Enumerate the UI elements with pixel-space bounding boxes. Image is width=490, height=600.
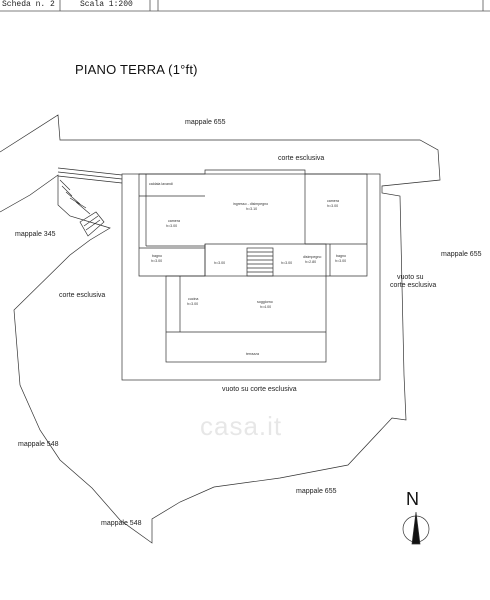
room-soggiorno-height: h=4.00: [260, 305, 272, 309]
room-disimpegno-height: h=2.80: [305, 260, 317, 264]
label-corte-esclusiva-left: corte esclusiva: [59, 292, 106, 299]
room-camera-right-height: h=3.00: [327, 204, 339, 208]
room-caldaia: caldaia lavandi: [149, 182, 173, 186]
room-hall-left-height: h=3.00: [214, 261, 226, 265]
compass-north-label: N: [406, 489, 419, 509]
floor-title: PIANO TERRA (1°ft): [75, 62, 198, 77]
lot-boundary: [0, 114, 441, 544]
room-cucina-height: h=3.00: [187, 302, 199, 306]
compass-needle: [411, 511, 421, 545]
room-camera-left: camera: [168, 219, 180, 223]
sheet-header: Scheda n. 2 Scala 1:200: [0, 0, 490, 12]
room-ingresso-height: h=3.10: [246, 207, 258, 211]
label-mappale-548-b: mappale 548: [101, 520, 142, 527]
stair-block: [246, 247, 274, 277]
label-mappale-655-bottom: mappale 655: [296, 488, 337, 495]
room-bagno-left: bagno: [152, 254, 162, 258]
label-corte-esclusiva-top: corte esclusiva: [278, 155, 325, 162]
room-terrazza: terrazza: [246, 352, 259, 356]
label-mappale-548-a: mappale 548: [18, 441, 59, 448]
entry-steps: [57, 167, 123, 215]
label-vuoto-su-corte: vuoto su corte esclusiva: [222, 386, 297, 393]
room-soggiorno: soggiorno: [257, 300, 273, 304]
watermark-text: casa.it: [200, 411, 283, 441]
sheet-scale: Scala 1:200: [80, 0, 133, 9]
label-mappale-655-top: mappale 655: [185, 119, 226, 126]
label-corte-esclusiva-right: corte esclusiva: [390, 282, 437, 289]
sheet-number: Scheda n. 2: [2, 0, 55, 9]
label-mappale-655-right: mappale 655: [441, 251, 482, 258]
room-camera-left-height: h=3.00: [166, 224, 178, 228]
room-disimpegno: disimpegno: [303, 255, 322, 259]
yard-outline: [121, 173, 381, 381]
label-vuoto-su: vuoto su: [397, 274, 424, 281]
room-cucina: cucina: [188, 297, 199, 301]
room-bagno-left-height: h=3.00: [151, 259, 163, 263]
room-hall-right-height: h=3.00: [281, 261, 293, 265]
header-frame: [0, 0, 490, 12]
label-mappale-345: mappale 345: [15, 231, 56, 238]
room-bagno-right: bagno: [336, 254, 346, 258]
room-camera-right: camera: [327, 199, 339, 203]
room-ingresso: ingresso - disimpegno: [233, 202, 269, 206]
terrace-outline: [165, 275, 327, 363]
room-bagno-right-height: h=3.00: [335, 259, 347, 263]
